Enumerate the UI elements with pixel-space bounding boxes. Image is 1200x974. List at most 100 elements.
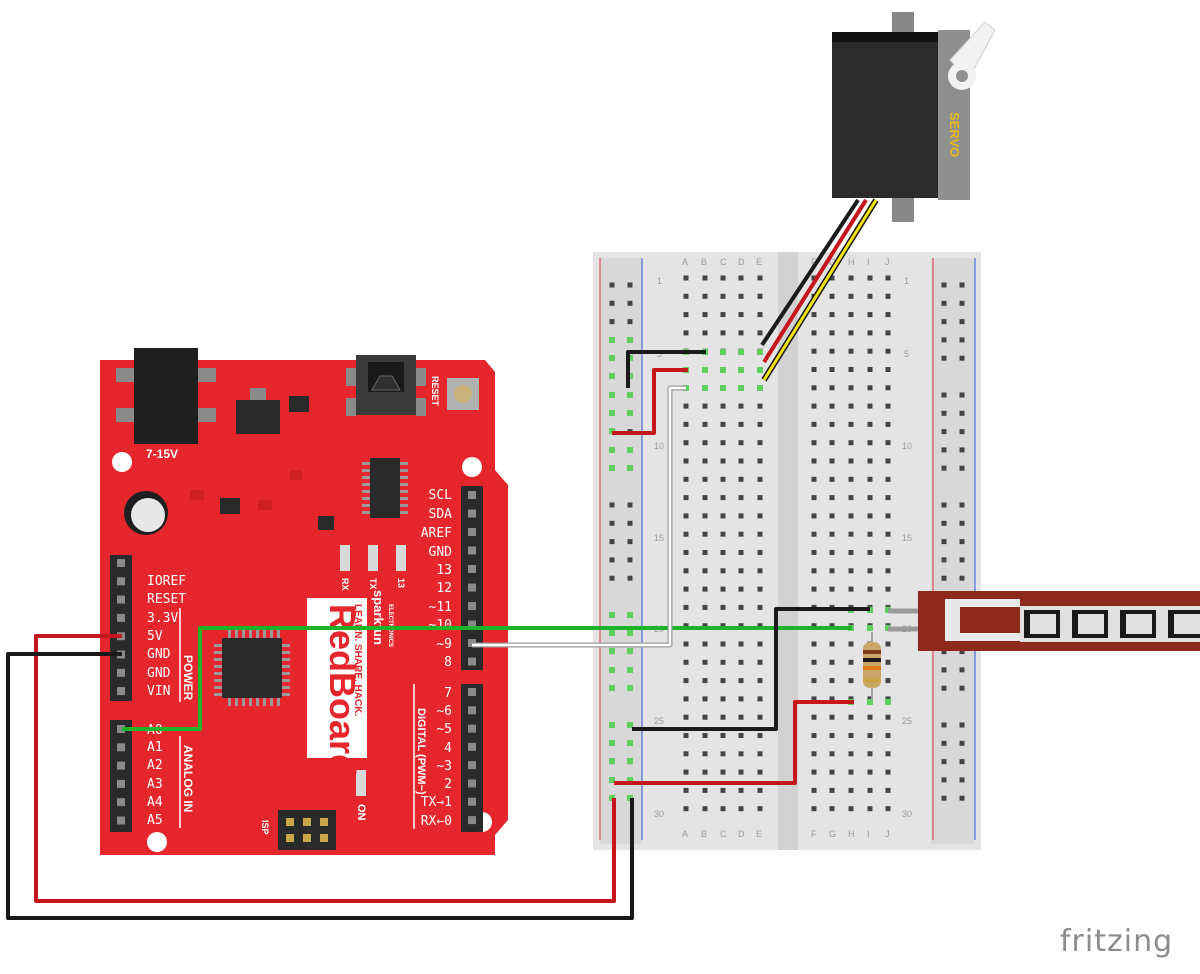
breadboard-hole	[757, 513, 763, 519]
chip-pin	[282, 651, 290, 654]
power-group-label: POWER	[181, 655, 195, 701]
breadboard-hole	[829, 568, 835, 574]
breadboard-hole	[683, 421, 689, 427]
breadboard-hole	[683, 531, 689, 537]
connected-hole	[627, 465, 633, 471]
pin-label-ioref: IOREF	[147, 574, 186, 589]
chip-pin	[228, 698, 231, 706]
breadboard-hole	[757, 733, 763, 738]
pin-label-reset: RESET	[147, 592, 186, 607]
connected-hole	[720, 385, 726, 391]
connected-hole	[609, 648, 615, 654]
power-jack-label: 7-15V	[146, 447, 178, 461]
breadboard-hole	[702, 403, 708, 409]
breadboard-hole	[683, 293, 689, 299]
breadboard-hole	[683, 550, 689, 555]
rail-hole	[609, 539, 615, 545]
redboard: 7-15V RESET RX TX 13	[100, 348, 508, 855]
breadboard-hole	[757, 769, 763, 775]
breadboard-hole	[683, 312, 689, 318]
breadboard-hole	[811, 733, 817, 738]
breadboard-hole	[757, 440, 763, 446]
chip-pin	[362, 462, 370, 465]
breadboard-hole	[683, 604, 689, 610]
connected-hole	[609, 612, 615, 618]
breadboard-hole	[683, 568, 689, 574]
pin-label-a2: A2	[147, 758, 163, 773]
rail-hole	[959, 520, 965, 526]
breadboard-hole	[811, 275, 817, 281]
pin-label-3: ~3	[436, 759, 452, 774]
breadboard-hole	[738, 531, 744, 537]
breadboard-hole	[738, 623, 744, 629]
rail-hole	[959, 722, 965, 728]
breadboard-hole	[848, 421, 854, 427]
breadboard-hole	[829, 312, 835, 318]
header-pin	[117, 577, 125, 586]
rail-hole	[941, 355, 947, 361]
row-number-10-right: 10	[902, 441, 912, 451]
breadboard-hole	[829, 714, 835, 720]
breadboard-hole	[720, 769, 726, 775]
header-pin	[117, 761, 125, 770]
servo-label: SERVO	[947, 112, 962, 157]
isp-pin	[286, 834, 294, 842]
breadboard-hole	[757, 641, 763, 647]
rail-hole	[941, 337, 947, 343]
column-letter-c: C	[720, 257, 727, 267]
rail-hole	[627, 557, 633, 563]
connected-hole	[609, 722, 615, 728]
breadboard-hole	[885, 275, 891, 281]
rail-hole	[959, 410, 965, 416]
pin-label-13: 13	[436, 563, 452, 578]
breadboard-hole	[811, 586, 817, 592]
chip-pin	[270, 698, 273, 706]
analog-group-label: ANALOG IN	[181, 745, 195, 812]
column-letter-c-bottom: C	[720, 829, 727, 839]
chip-pin	[214, 644, 222, 647]
breadboard-hole	[738, 586, 744, 592]
breadboard-hole	[885, 550, 891, 555]
breadboard-hole	[829, 678, 835, 684]
breadboard-hole	[811, 495, 817, 501]
pin-label-12: 12	[436, 581, 452, 596]
chip-pin	[362, 511, 370, 514]
breadboard: A B C D E F G H I J A B C D E F G H I J …	[593, 252, 981, 850]
breadboard-hole	[683, 476, 689, 482]
header-pins	[117, 491, 476, 825]
rail-hole	[959, 337, 965, 343]
breadboard-hole	[811, 421, 817, 427]
breadboard-hole	[738, 495, 744, 501]
pin-label-5: ~5	[436, 722, 452, 737]
usb-chip-pins	[362, 462, 408, 514]
row-number-5-right: 5	[904, 349, 909, 359]
isp-header	[278, 810, 336, 850]
breadboard-hole	[702, 641, 708, 647]
breadboard-hole	[885, 531, 891, 537]
connected-hole	[609, 410, 615, 416]
breadboard-hole	[829, 641, 835, 647]
wire-servo-yellow-core	[762, 199, 878, 381]
rail-hole	[941, 667, 947, 673]
mount-hole	[462, 457, 482, 477]
breadboard-hole	[811, 623, 817, 629]
column-letter-e-bottom: E	[756, 829, 762, 839]
breadboard-hole	[738, 275, 744, 281]
connected-hole	[609, 355, 615, 361]
chip-pin	[362, 490, 370, 493]
connected-hole	[627, 337, 633, 343]
breadboard-hole	[757, 751, 763, 757]
pin-label-6: ~6	[436, 704, 452, 719]
breadboard-hole	[811, 312, 817, 318]
breadboard-hole	[829, 348, 835, 354]
breadboard-hole	[885, 458, 891, 464]
connected-hole	[867, 625, 873, 631]
column-letter-i: I	[867, 257, 870, 267]
chip-pin	[282, 644, 290, 647]
breadboard-hole	[848, 403, 854, 409]
rail-hole	[941, 392, 947, 398]
header-pin	[468, 602, 476, 610]
breadboard-hole	[867, 312, 873, 318]
breadboard-hole	[757, 568, 763, 574]
breadboard-hole	[702, 312, 708, 318]
